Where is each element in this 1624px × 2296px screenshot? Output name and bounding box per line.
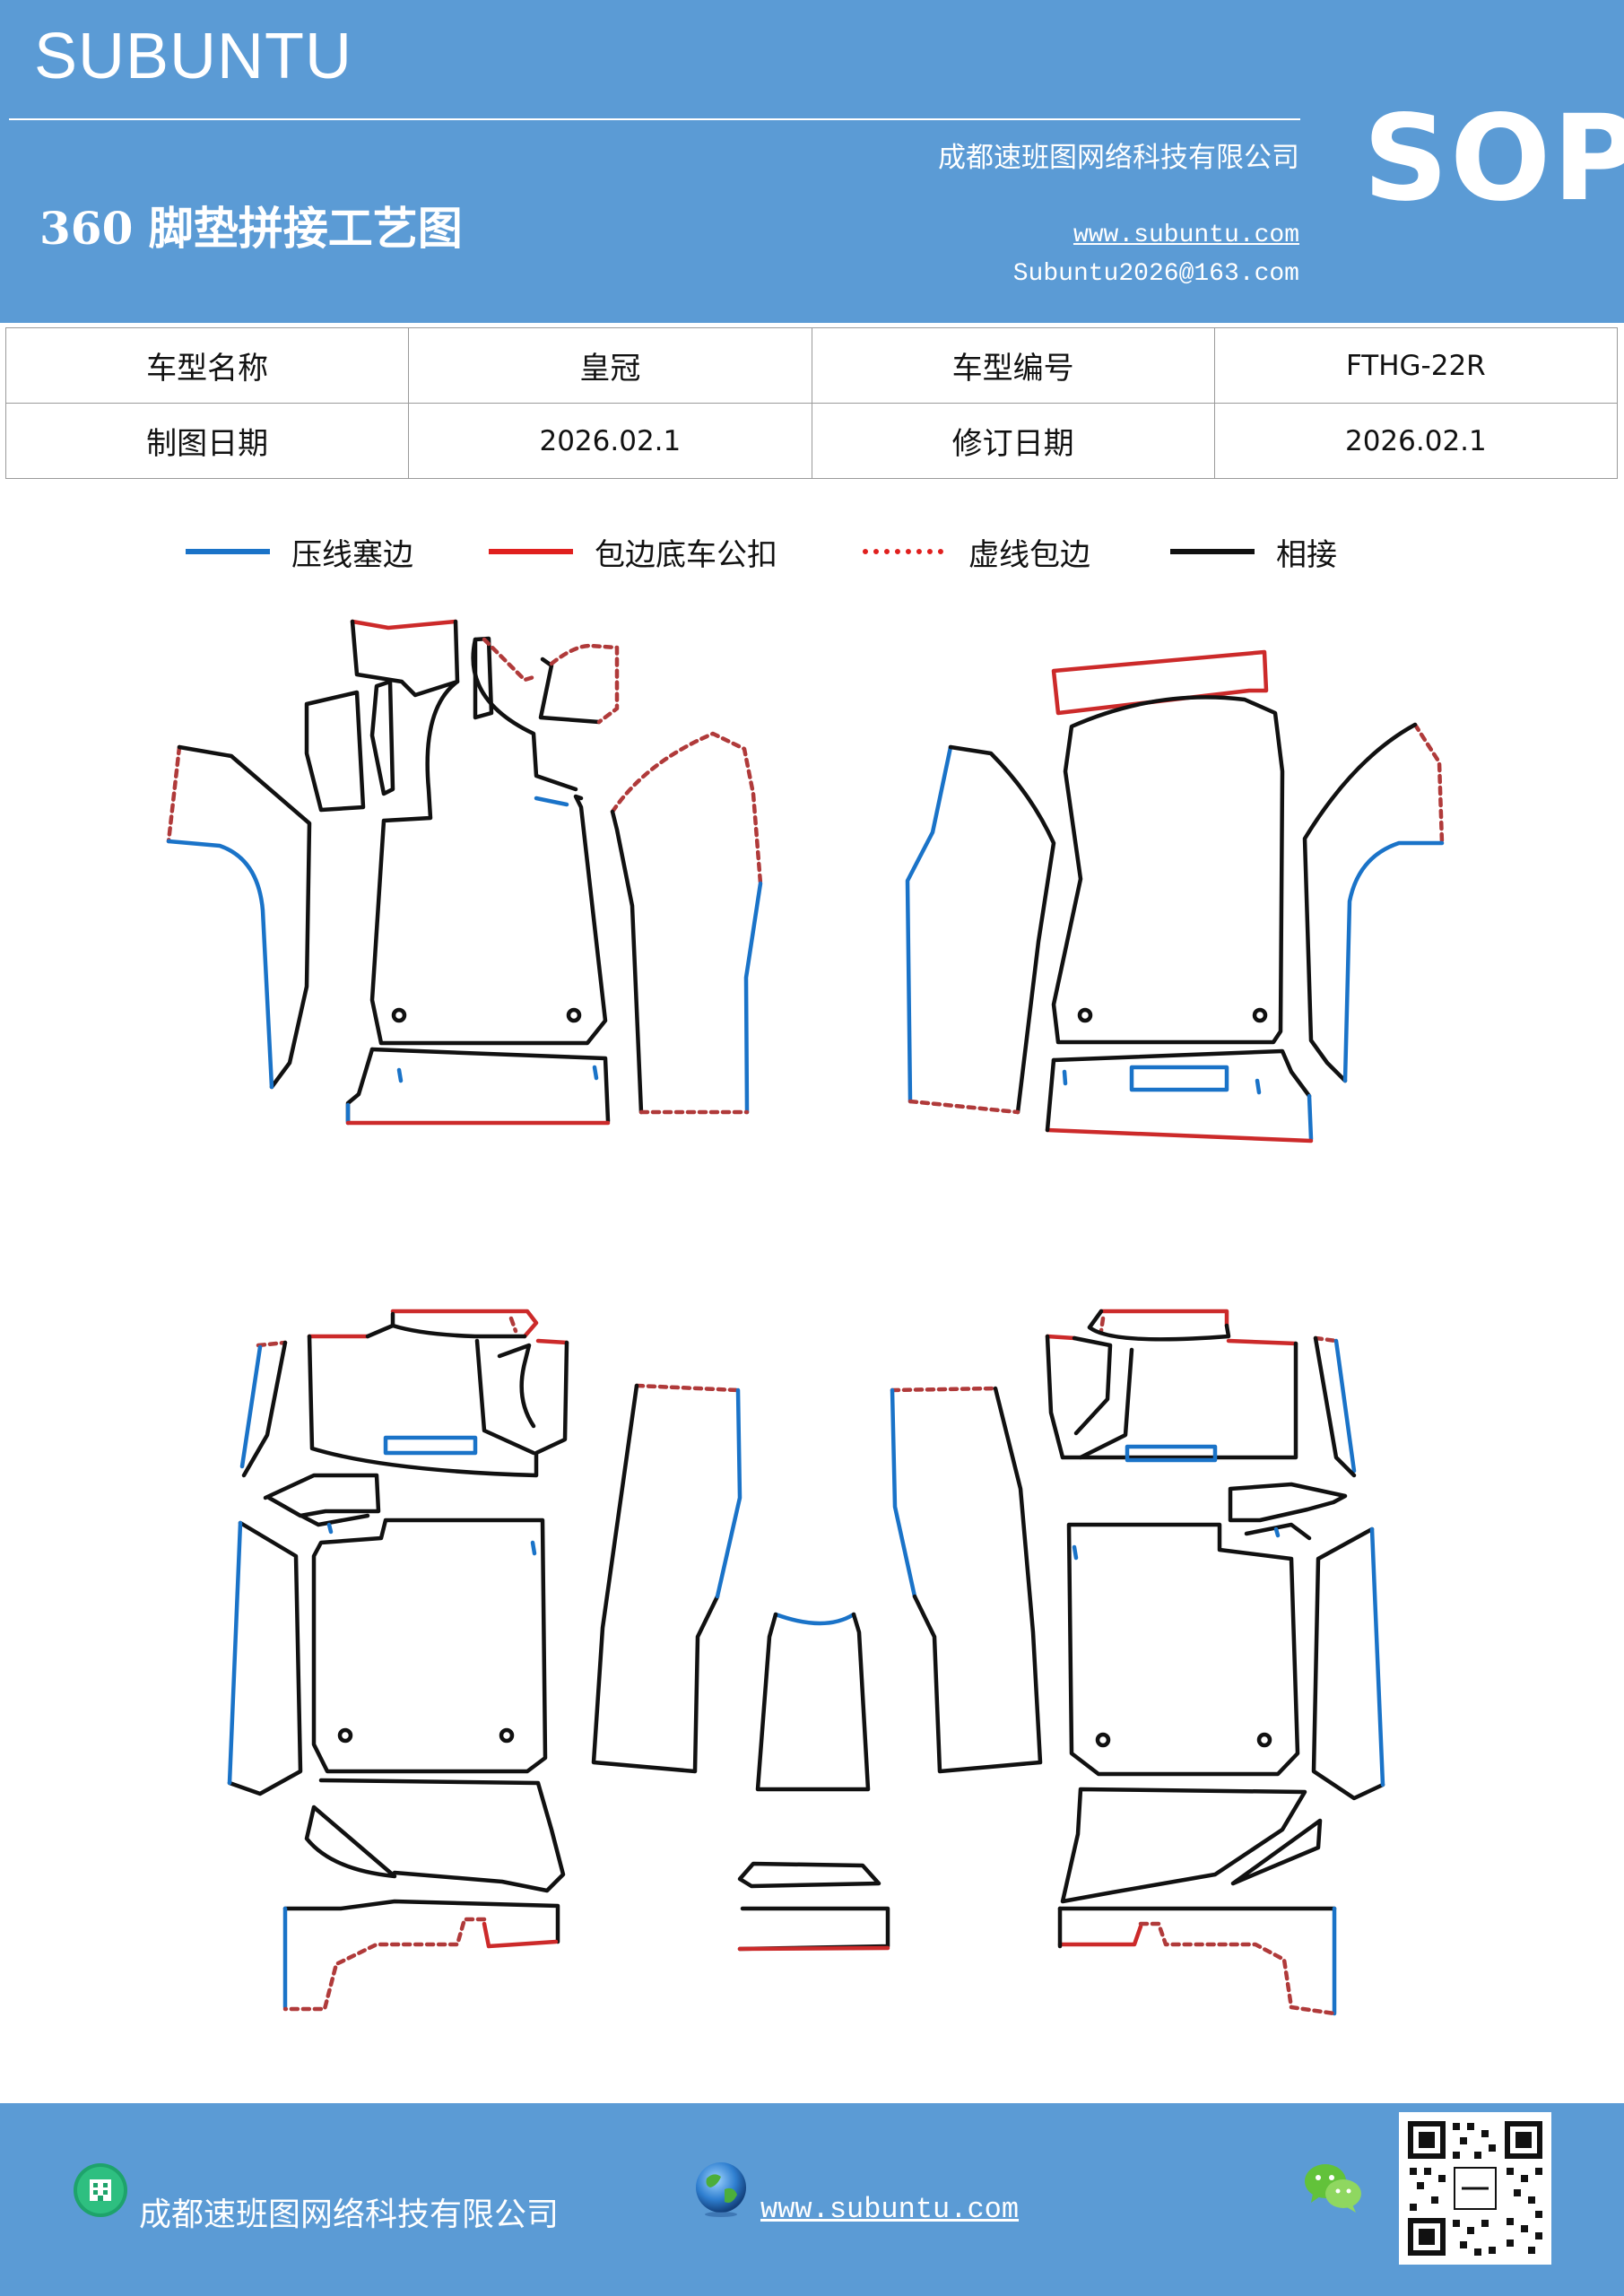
model-code-label: 车型编号 bbox=[811, 327, 1215, 404]
legend-swatch-black bbox=[1170, 549, 1255, 554]
footer-banner: 成都速班图网络科技有限公司 www.subuntu.com bbox=[0, 2103, 1624, 2296]
table-row: 制图日期 2026.02.1 修订日期 2026.02.1 bbox=[4, 403, 1619, 479]
brand-logo: SUBUNTU bbox=[34, 21, 353, 92]
draw-date-label: 制图日期 bbox=[4, 403, 410, 479]
legend-label: 虚线包边 bbox=[968, 536, 1090, 573]
legend-swatch-blue bbox=[186, 549, 270, 554]
email-address: Subuntu2026@163.com bbox=[1012, 260, 1299, 288]
vehicle-info-table: 车型名称 皇冠 车型编号 FTHG-22R 制图日期 2026.02.1 修订日… bbox=[4, 327, 1619, 479]
line-legend: 压线塞边 包边底车公扣 虚线包边 相接 bbox=[0, 525, 1624, 578]
revision-date-label: 修订日期 bbox=[811, 403, 1215, 479]
legend-swatch-dotted bbox=[863, 549, 943, 554]
front-right-mat-set bbox=[905, 649, 1445, 1144]
legend-swatch-red bbox=[489, 549, 573, 554]
center-strip-set bbox=[591, 1383, 1043, 1952]
legend-item-joined: 相接 bbox=[1170, 525, 1337, 578]
legend-label: 相接 bbox=[1276, 536, 1337, 573]
globe-icon bbox=[696, 2162, 746, 2217]
legend-item-dotted-edge: 虚线包边 bbox=[863, 525, 1090, 578]
sop-mark: SOP bbox=[1363, 90, 1624, 228]
model-name-label: 车型名称 bbox=[4, 327, 410, 404]
draw-date-value: 2026.02.1 bbox=[408, 403, 812, 479]
rear-left-mat-set bbox=[227, 1309, 569, 2012]
header-banner: SUBUNTU 成都速班图网络科技有限公司 360 脚垫拼接工艺图 www.su… bbox=[0, 0, 1624, 323]
wechat-icon[interactable] bbox=[1302, 2161, 1365, 2215]
front-left-mat-set bbox=[166, 619, 763, 1126]
legend-item-red-edge: 包边底车公扣 bbox=[489, 525, 777, 578]
mat-pattern-drawing: .k { stroke:#111; stroke-width:4.5; fill… bbox=[166, 619, 1445, 2016]
rear-right-mat-set bbox=[1045, 1309, 1385, 2016]
company-name: 成都速班图网络科技有限公司 bbox=[938, 142, 1299, 174]
footer-company-name: 成都速班图网络科技有限公司 bbox=[139, 2196, 560, 2233]
website-link[interactable]: www.subuntu.com bbox=[1073, 222, 1299, 249]
qr-code-icon[interactable] bbox=[1399, 2112, 1551, 2265]
model-code-value: FTHG-22R bbox=[1213, 327, 1619, 404]
company-building-icon bbox=[74, 2163, 127, 2217]
model-name-value: 皇冠 bbox=[408, 327, 812, 404]
header-divider bbox=[9, 118, 1300, 120]
table-row: 车型名称 皇冠 车型编号 FTHG-22R bbox=[4, 327, 1619, 404]
legend-item-press-line: 压线塞边 bbox=[186, 525, 413, 578]
legend-label: 包边底车公扣 bbox=[595, 536, 777, 573]
revision-date-value: 2026.02.1 bbox=[1213, 403, 1619, 479]
legend-label: 压线塞边 bbox=[291, 536, 413, 573]
footer-website-link[interactable]: www.subuntu.com bbox=[760, 2193, 1020, 2226]
page-title: 360 脚垫拼接工艺图 bbox=[39, 202, 463, 255]
